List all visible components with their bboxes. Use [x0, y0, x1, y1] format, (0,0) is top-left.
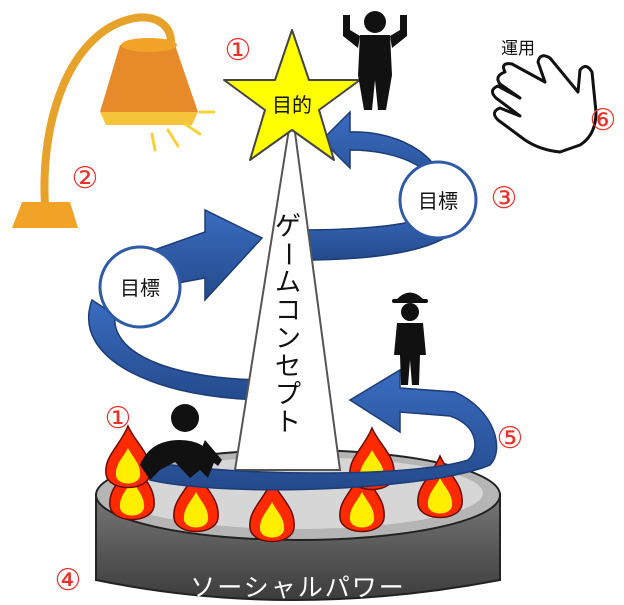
- concept-char: プ: [275, 380, 301, 410]
- desk-lamp-icon: [12, 13, 216, 228]
- marker-stove: ④: [55, 563, 82, 598]
- concept-char: ト: [275, 408, 301, 438]
- marker-upper-target: ③: [491, 181, 518, 216]
- concept-char: ン: [275, 324, 301, 354]
- marker-goal: ①: [225, 33, 252, 68]
- marker-spiral: ⑤: [497, 421, 524, 456]
- concept-char: ゲ: [275, 212, 301, 242]
- person-flexing-icon: [343, 11, 407, 110]
- marker-lamp: ②: [72, 161, 99, 196]
- goal-star: [223, 29, 361, 161]
- marker-hand: ⑥: [590, 103, 617, 138]
- flame-icon: [339, 468, 385, 533]
- goal-label: 目的: [272, 93, 312, 117]
- marker-baby: ①: [105, 401, 132, 436]
- target-label-lower: 目標: [120, 276, 160, 300]
- spiral-arrow-front: [149, 368, 498, 491]
- person-worker-icon: [392, 292, 428, 385]
- target-label-upper: 目標: [418, 189, 458, 213]
- concept-char: コ: [275, 296, 301, 326]
- baby-crawling-icon: [140, 404, 222, 480]
- target-circle-upper: [398, 160, 478, 240]
- flame-icon: [105, 424, 151, 489]
- target-circle-lower: [98, 245, 182, 329]
- flame-icon: [417, 454, 463, 519]
- flame-icon: [249, 478, 295, 543]
- hand-icon: [491, 54, 598, 154]
- concept-char: セ: [275, 352, 301, 382]
- social-power-label: ソーシャルパワー: [190, 573, 406, 602]
- concept-char: ム: [275, 268, 301, 298]
- concept-char: ー: [272, 241, 302, 267]
- flame-icon: [173, 468, 219, 533]
- operation-label: 運用: [501, 39, 535, 59]
- concept-triangle: [233, 109, 342, 471]
- flames: [105, 424, 463, 543]
